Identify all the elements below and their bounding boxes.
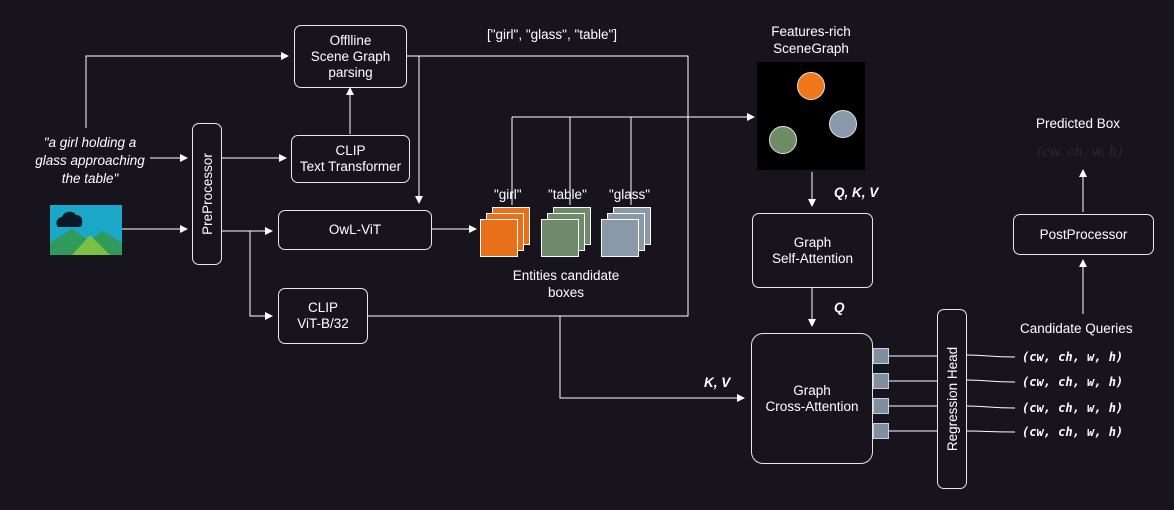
regression-head-box: Regression Head <box>937 309 967 489</box>
edge-query3 <box>966 405 1016 409</box>
edge-clipvit-to-cross <box>559 316 745 402</box>
edge-parsing-loop <box>368 55 689 317</box>
kv-label: K, V <box>704 375 731 390</box>
clip-text-transformer-box: CLIP Text Transformer <box>291 135 410 183</box>
postprocessor-box: PostProcessor <box>1013 214 1154 255</box>
input-caption: "a girl holding a glass approaching the … <box>35 135 145 186</box>
graph-cross-attention-box: Graph Cross-Attention <box>751 333 873 464</box>
qkv-label: Q, K, V <box>834 185 879 200</box>
predicted-box-formula: (cw, ch, w, h) <box>1037 145 1123 160</box>
scene-graph-node-orange <box>797 72 825 100</box>
scene-graph-node-blue <box>829 110 857 138</box>
output-port-2 <box>873 373 889 389</box>
scene-graph-panel <box>757 62 865 170</box>
preprocessor-label: PreProcessor <box>200 153 215 235</box>
clip-vit-box: CLIP ViT-B/32 <box>278 288 368 344</box>
query-3: (cw, ch, w, h) <box>1022 401 1124 415</box>
regression-head-label: Regression Head <box>945 346 960 452</box>
preprocessor-box: PreProcessor <box>192 123 222 265</box>
edge-query2 <box>966 379 1016 383</box>
entity-table-box-front <box>541 219 579 257</box>
query-2: (cw, ch, w, h) <box>1022 375 1124 389</box>
predicted-box-label: Predicted Box <box>1036 116 1121 131</box>
scene-graph-parsing-box: Offlline Scene Graph parsing <box>294 25 407 88</box>
entity-table-label: "table" <box>548 187 587 202</box>
output-port-3 <box>873 398 889 414</box>
edge-query4 <box>966 430 1016 433</box>
image-icon <box>50 205 122 255</box>
entity-girl-label: "girl" <box>494 187 522 202</box>
features-rich-label: Features-rich SceneGraph <box>771 24 851 56</box>
entity-girl-box-front <box>480 219 518 257</box>
edge-query1 <box>966 354 1016 358</box>
output-port-4 <box>873 423 889 439</box>
entity-glass-label: "glass" <box>609 187 651 202</box>
q-label: Q <box>834 300 845 315</box>
graph-self-attention-box: Graph Self-Attention <box>752 213 873 288</box>
entities-candidate-label: Entities candidate boxes <box>512 268 620 300</box>
edge-pre-to-clipvit <box>249 231 273 320</box>
output-port-1 <box>873 348 889 364</box>
entity-glass-box-front <box>601 219 639 257</box>
query-1: (cw, ch, w, h) <box>1022 350 1124 364</box>
candidate-queries-label: Candidate Queries <box>1020 321 1133 336</box>
query-4: (cw, ch, w, h) <box>1022 425 1124 439</box>
edge-caption-to-parsing <box>85 52 289 128</box>
owl-vit-box: OwL-ViT <box>278 210 432 250</box>
scene-graph-node-green <box>769 126 797 154</box>
entities-list-label: ["girl", "glass", "table"] <box>487 27 618 42</box>
